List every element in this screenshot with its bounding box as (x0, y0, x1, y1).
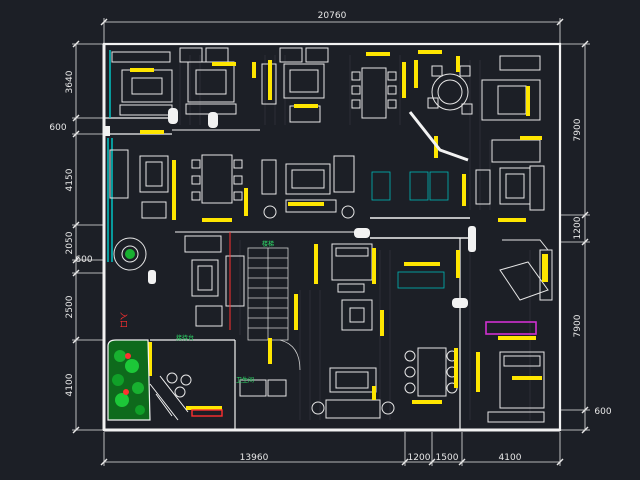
bed-icon (487, 351, 545, 423)
dining-set-icon (191, 154, 243, 204)
dining-set-icon (404, 347, 458, 397)
dining-set-icon (351, 67, 397, 119)
dim-left-3: 4150 (65, 168, 75, 191)
sofa-icon (109, 149, 169, 219)
dim-bottom-4: 4100 (499, 453, 522, 463)
dim-left-4: 2050 (65, 231, 75, 254)
dim-left-7: 4100 (65, 373, 75, 396)
dim-bottom-1: 13960 (240, 453, 269, 463)
sofa-icon (111, 51, 173, 116)
round-table-icon (341, 299, 373, 331)
wall-outline (102, 42, 562, 432)
cyan-equipment (371, 171, 449, 289)
stair-label: 楼梯 (262, 240, 274, 248)
entrance-label: 入口 (119, 312, 128, 328)
sofa-icon (261, 155, 355, 219)
armchair-icon (279, 47, 303, 63)
sofa-icon (499, 239, 553, 301)
wc-label: 卫生间 (236, 376, 254, 384)
sofa-icon (184, 235, 245, 327)
sofa-icon (311, 367, 395, 419)
dim-left-2: 600 (49, 123, 66, 133)
reception-label: 接待台 (176, 334, 194, 342)
sofa-icon (185, 61, 237, 115)
sofa-icon (261, 63, 325, 123)
magenta-cabinet (485, 321, 537, 335)
dim-bottom-3: 1500 (436, 453, 459, 463)
sofa-icon (481, 55, 541, 121)
armchair-icon (305, 47, 329, 63)
staircase-icon (247, 247, 301, 371)
dim-left-5: 600 (75, 255, 92, 265)
columns (104, 108, 476, 308)
red-door-mark (191, 409, 223, 417)
armchair-icon (205, 47, 229, 63)
dimension-lines (72, 18, 590, 466)
sofa-icon (475, 139, 545, 211)
dim-left-1: 3640 (65, 70, 75, 93)
dim-left-6: 2500 (65, 295, 75, 318)
furniture (109, 47, 553, 423)
dim-right-2: 1200 (573, 216, 583, 239)
bed-icon (331, 243, 373, 293)
highlight-marks (130, 50, 548, 410)
plant-icon (107, 249, 151, 421)
round-table-icon (113, 237, 147, 271)
glass-wall (107, 50, 113, 262)
dim-right-1: 7900 (573, 118, 583, 141)
dim-bottom-2: 1200 (408, 453, 431, 463)
floor-hatch (179, 55, 531, 420)
armchair-icon (179, 47, 203, 63)
round-table-icon (427, 65, 473, 115)
dim-right-3: 7900 (573, 314, 583, 337)
diagonal-stair-bottom-left (149, 375, 189, 421)
dim-right-4: 600 (594, 407, 611, 417)
curved-partition (408, 111, 469, 162)
dim-top-total: 20760 (318, 11, 347, 21)
